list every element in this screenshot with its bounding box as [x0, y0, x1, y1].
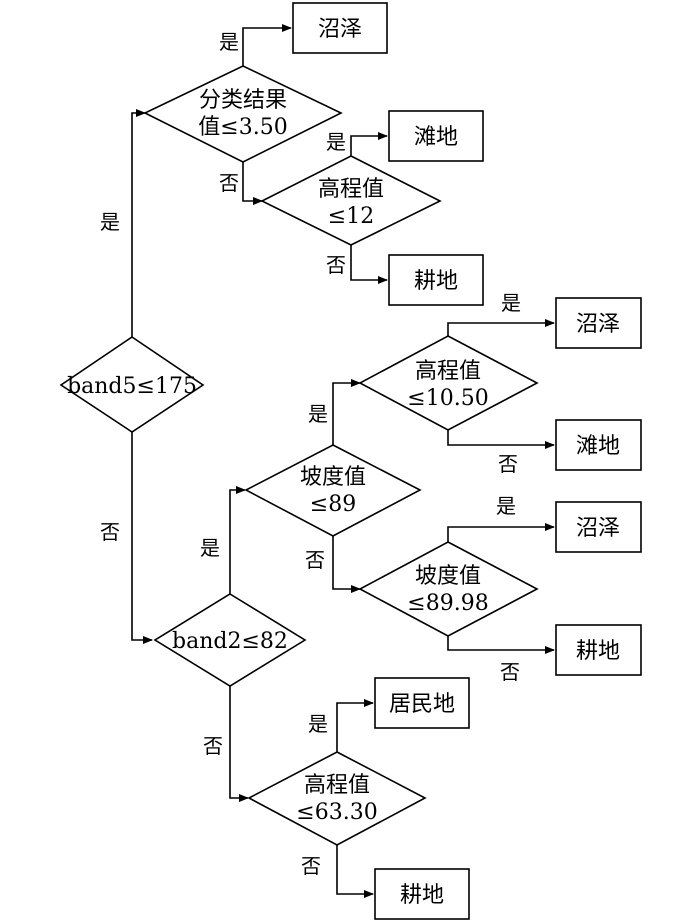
edge-d4-no	[229, 686, 249, 802]
decision-d5: 坡度值 ≤89	[244, 444, 422, 537]
decision-diamond	[260, 155, 442, 246]
leaf-box	[388, 110, 484, 162]
leaf-label: 沼泽	[576, 516, 620, 541]
edge-label-d4-no: 否	[203, 734, 223, 758]
decision-d6: 高程值 ≤10.50	[358, 335, 539, 431]
edge-d2-no	[242, 162, 263, 205]
leaf-l3: 耕地	[388, 254, 484, 306]
leaf-label: 滩地	[576, 434, 620, 459]
edge-label-d1-no: 否	[100, 520, 120, 544]
decision-label-line2: ≤63.30	[296, 800, 377, 825]
leaf-box	[555, 624, 642, 676]
edge-label-d8-yes: 是	[308, 712, 328, 736]
edge-label-d3-yes: 是	[326, 130, 346, 154]
decision-diamond	[143, 65, 343, 163]
decision-d1: band5≤175	[59, 336, 205, 433]
decision-d8: 高程值 ≤63.30	[247, 751, 427, 846]
leaf-l2: 滩地	[388, 110, 484, 162]
decision-label-line2: ≤89	[310, 492, 356, 517]
edge-label-d2-no: 否	[219, 171, 239, 195]
decision-label: band2≤82	[172, 629, 288, 654]
decision-d4: band2≤82	[153, 593, 307, 687]
edge-d1-no	[131, 432, 153, 644]
decision-diamond	[358, 335, 539, 431]
edge-d4-yes	[229, 486, 246, 594]
decision-label-line1: 坡度值	[300, 465, 366, 490]
leaf-box	[292, 2, 388, 54]
edge-d1-yes	[131, 109, 146, 337]
decision-d3: 高程值 ≤12	[260, 155, 442, 246]
leaf-label: 沼泽	[576, 312, 620, 337]
decision-label-line1: 坡度值	[415, 564, 481, 589]
edge-d7-no	[447, 636, 555, 654]
leaf-l8: 居民地	[374, 677, 470, 729]
decision-d7: 坡度值 ≤89.98	[358, 541, 539, 637]
edge-label-d6-no: 否	[498, 452, 518, 476]
leaf-l4: 沼泽	[555, 297, 642, 349]
edge-label-d1-yes: 是	[100, 210, 120, 234]
edge-label-d7-no: 否	[500, 660, 520, 684]
connectors	[131, 24, 555, 898]
edge-d3-no	[350, 245, 388, 284]
leaf-box	[388, 254, 484, 306]
leaf-label: 耕地	[414, 269, 458, 294]
decision-diamond	[153, 593, 307, 687]
edge-label-d5-no: 否	[305, 548, 325, 572]
edge-d5-no	[332, 536, 361, 593]
leaf-box	[374, 677, 470, 729]
edge-label-d7-yes: 是	[496, 494, 516, 518]
leaf-label: 滩地	[414, 125, 458, 150]
leaf-label: 耕地	[576, 639, 620, 664]
leaf-box	[374, 868, 470, 920]
leaf-box	[555, 419, 642, 471]
leaf-l1: 沼泽	[292, 2, 388, 54]
edge-d2-yes	[242, 24, 292, 66]
decision-label-line1: 高程值	[415, 359, 481, 384]
edge-d8-yes	[336, 699, 374, 752]
leaf-label: 耕地	[400, 883, 444, 908]
edge-d8-no	[336, 845, 374, 898]
edge-d7-yes	[447, 523, 555, 542]
leaf-l9: 耕地	[374, 868, 470, 920]
decision-diamond	[247, 751, 427, 846]
decision-label-line1: 分类结果	[199, 88, 287, 113]
edge-label-d6-yes: 是	[501, 291, 521, 315]
edge-label-d8-no: 否	[301, 854, 321, 878]
edge-label-d2-yes: 是	[219, 30, 239, 54]
leaf-box	[555, 501, 642, 553]
leaf-l6: 沼泽	[555, 501, 642, 553]
decision-label-line2: ≤12	[328, 204, 374, 229]
decision-label-line2: ≤89.98	[407, 591, 488, 616]
leaf-box	[555, 297, 642, 349]
decision-diamond	[59, 336, 205, 433]
leaf-l5: 滩地	[555, 419, 642, 471]
leaf-l7: 耕地	[555, 624, 642, 676]
decision-d2: 分类结果 值≤3.50	[143, 65, 343, 163]
decision-diamond	[244, 444, 422, 537]
edge-d6-no	[447, 430, 555, 449]
leaf-label: 居民地	[389, 692, 455, 717]
decision-label-line1: 高程值	[318, 177, 384, 202]
decision-label: band5≤175	[67, 374, 197, 399]
decision-label-line1: 高程值	[304, 773, 370, 798]
decision-label-line2: 值≤3.50	[198, 115, 287, 140]
decision-diamond	[358, 541, 539, 637]
edge-d5-yes	[332, 379, 361, 445]
edge-label-d4-yes: 是	[200, 536, 220, 560]
edge-d3-yes	[350, 132, 388, 156]
edge-d6-yes	[447, 319, 555, 336]
decision-label-line2: ≤10.50	[407, 386, 488, 411]
edge-label-d5-yes: 是	[308, 402, 328, 426]
leaf-label: 沼泽	[318, 17, 362, 42]
edge-labels: 是 否 是 否 是 否 是 否 是 否 是 否 是 否 是 否	[100, 30, 521, 878]
edge-label-d3-no: 否	[326, 253, 346, 277]
